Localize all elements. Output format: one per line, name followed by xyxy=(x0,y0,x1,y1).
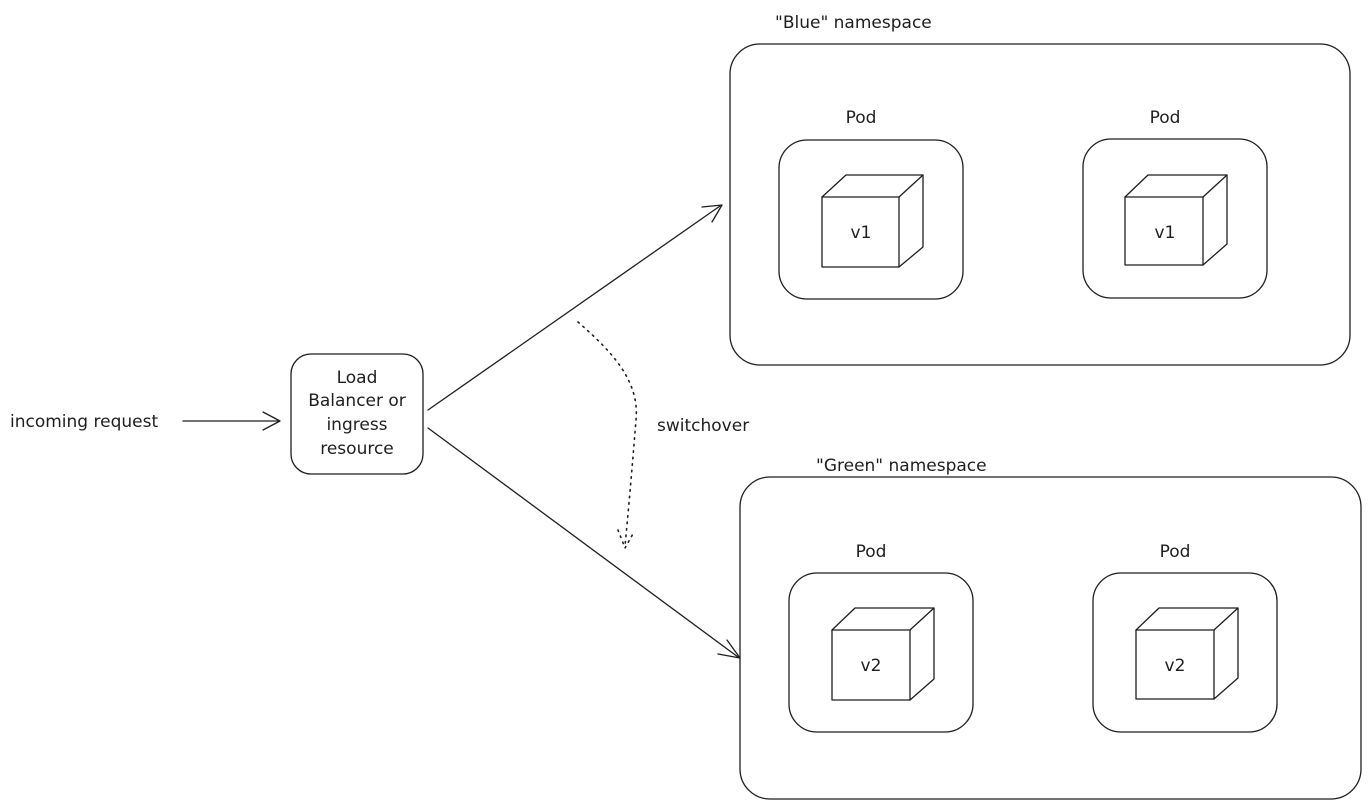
container-cube-icon xyxy=(831,607,935,701)
green-pod-2-box xyxy=(1092,572,1278,733)
blue-pod-2: Pod v1 xyxy=(1082,108,1268,299)
container-cube-icon xyxy=(821,174,924,268)
blue-pod-1-box xyxy=(778,139,964,300)
blue-pod-1-version: v1 xyxy=(851,223,872,243)
load-balancer-line-1: Load xyxy=(337,368,378,388)
incoming-request-arrow xyxy=(182,411,281,431)
switchover-arrow xyxy=(577,321,638,550)
blue-pod-1: Pod v1 xyxy=(778,108,964,300)
arrow-to-blue xyxy=(427,204,723,411)
blue-pod-2-label: Pod xyxy=(1150,108,1181,128)
green-namespace: "Green" namespace Pod v2 Pod v2 xyxy=(739,456,1362,800)
green-namespace-title: "Green" namespace xyxy=(816,456,987,476)
green-pod-1: Pod v2 xyxy=(788,542,974,733)
switchover-label: switchover xyxy=(657,416,749,436)
green-pod-2: Pod v2 xyxy=(1092,542,1278,733)
arrow-to-green xyxy=(427,427,741,659)
green-pod-2-label: Pod xyxy=(1160,542,1191,562)
blue-pod-1-label: Pod xyxy=(846,108,877,128)
load-balancer-line-4: resource xyxy=(320,439,394,459)
load-balancer-node: Load Balancer or ingress resource xyxy=(290,353,424,475)
green-pod-1-box xyxy=(788,572,974,733)
blue-pod-2-box xyxy=(1082,138,1268,299)
green-pod-1-version: v2 xyxy=(861,656,882,676)
load-balancer-box xyxy=(290,353,424,475)
load-balancer-line-3: ingress xyxy=(326,415,387,435)
green-pod-2-version: v2 xyxy=(1165,656,1186,676)
green-pod-1-label: Pod xyxy=(856,542,887,562)
container-cube-icon xyxy=(1135,607,1239,700)
blue-namespace-title: "Blue" namespace xyxy=(775,13,932,33)
load-balancer-line-2: Balancer or xyxy=(308,391,406,411)
blue-namespace: "Blue" namespace Pod v1 Pod v1 xyxy=(729,13,1351,366)
container-cube-icon xyxy=(1124,174,1228,266)
blue-pod-2-version: v1 xyxy=(1155,223,1176,243)
incoming-request-label: incoming request xyxy=(10,412,158,432)
